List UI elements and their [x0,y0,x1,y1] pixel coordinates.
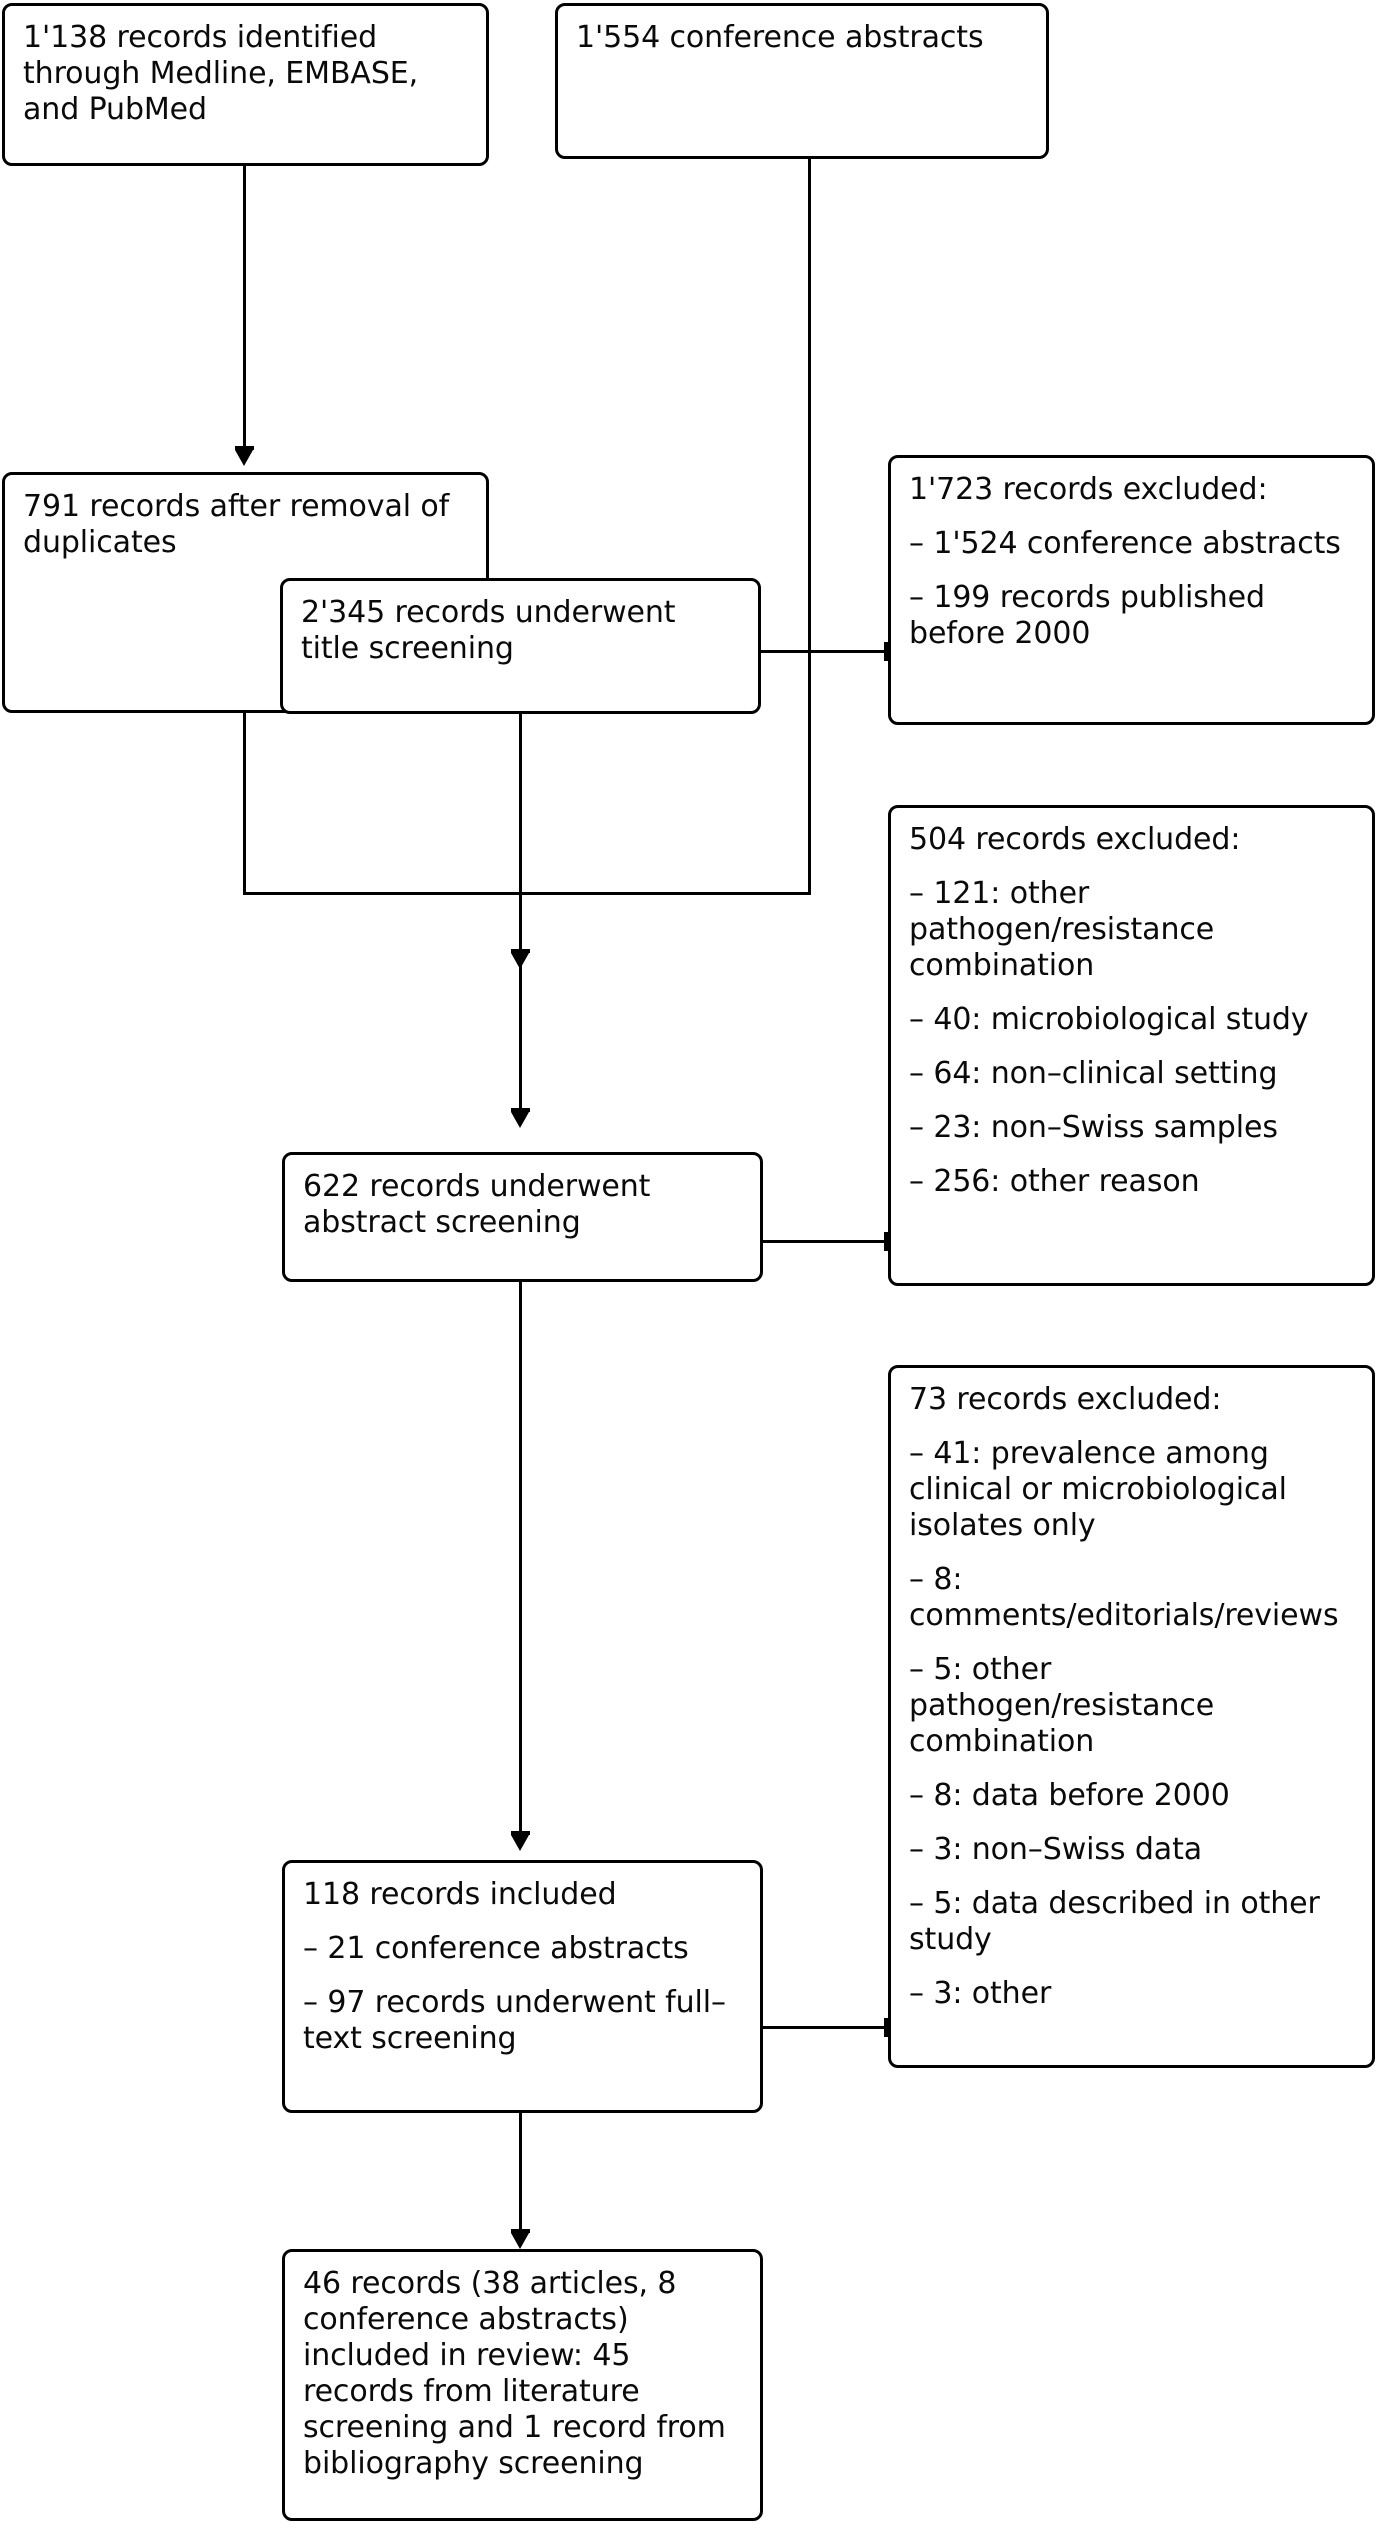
excluded-fulltext-reason-5: – 5: data described in other study [909,1886,1320,1957]
arrow-head-title-to-abstract-screening [511,1112,529,1128]
node-identification-databases-text: 1'138 records identified through Medline… [23,20,419,127]
excluded-fulltext-heading: 73 records excluded: [909,1382,1222,1417]
excluded-fulltext-reason-1: – 8: comments/editorials/reviews [909,1562,1339,1633]
excluded-fulltext-reason-2: – 5: other pathogen/resistance combinati… [909,1652,1215,1759]
connector-abstract-screening-to-included [519,1280,522,1832]
node-records-after-duplicate-removal-text: 791 records after removal of duplicates [23,489,450,560]
node-excluded-after-title-screening[interactable]: 1'723 records excluded: – 1'524 conferen… [888,455,1375,725]
excluded-abstract-reason-4: – 256: other reason [909,1164,1200,1199]
arrow-head-merge-to-title-screening [511,953,529,969]
excluded-abstract-reason-0: – 121: other pathogen/resistance combina… [909,876,1215,983]
excluded-fulltext-reason-6: – 3: other [909,1976,1052,2011]
excluded-title-reason-1: – 199 records published before 2000 [909,580,1265,651]
node-abstract-screening[interactable]: 622 records underwent abstract screening [282,1152,763,1282]
arrow-head-bar-title-to-abstract-screening [511,1108,530,1112]
node-title-screening[interactable]: 2'345 records underwent title screening [280,578,761,714]
excluded-title-reason-0: – 1'524 conference abstracts [909,526,1341,561]
node-abstract-screening-text: 622 records underwent abstract screening [303,1169,651,1240]
connector-title-to-abstract-screening [519,713,522,1109]
arrow-head-bar-abstract-screening-to-included [511,1831,530,1835]
connector-abstract-screening-to-excluded [762,1240,888,1243]
node-records-included-in-review[interactable]: 46 records (38 articles, 8 conference ab… [282,2249,763,2521]
connector-abstracts-down [808,158,811,895]
excluded-abstract-reason-1: – 40: microbiological study [909,1002,1309,1037]
node-excluded-after-full-text-screening[interactable]: 73 records excluded: – 41: prevalence am… [888,1365,1375,2068]
node-excluded-after-abstract-screening[interactable]: 504 records excluded: – 121: other patho… [888,805,1375,1286]
excluded-fulltext-reason-4: – 3: non–Swiss data [909,1832,1203,1867]
arrow-head-bar-merge-to-title-screening [511,949,530,953]
node-records-included[interactable]: 118 records included – 21 conference abs… [282,1860,763,2113]
excluded-abstract-reason-3: – 23: non–Swiss samples [909,1110,1278,1145]
node-title-screening-text: 2'345 records underwent title screening [301,595,676,666]
node-identification-databases[interactable]: 1'138 records identified through Medline… [2,3,489,166]
connector-included-to-excluded-fulltext [762,2026,888,2029]
excluded-fulltext-reason-3: – 8: data before 2000 [909,1778,1230,1813]
arrow-head-abstract-screening-to-included [511,1835,529,1851]
excluded-abstract-heading: 504 records excluded: [909,822,1241,857]
node-identification-conference-abstracts[interactable]: 1'554 conference abstracts [555,3,1049,159]
arrow-head-bar-databases-to-duplicates [235,446,254,450]
connector-title-screening-to-excluded [760,650,888,653]
excluded-abstract-reason-2: – 64: non–clinical setting [909,1056,1278,1091]
connector-duplicates-down [243,712,246,895]
records-included-heading: 118 records included [303,1877,617,1912]
records-included-item-0: – 21 conference abstracts [303,1931,689,1966]
node-identification-conference-abstracts-text: 1'554 conference abstracts [576,20,984,55]
excluded-title-heading: 1'723 records excluded: [909,472,1268,507]
excluded-fulltext-reason-0: – 41: prevalence among clinical or micro… [909,1436,1287,1543]
connector-databases-to-duplicates [243,163,246,447]
records-included-item-1: – 97 records underwent full–text screeni… [303,1985,726,2056]
arrow-head-included-to-final [511,2233,529,2249]
connector-included-to-final [519,2113,522,2230]
arrow-head-bar-included-to-final [511,2229,530,2233]
node-records-included-in-review-text: 46 records (38 articles, 8 conference ab… [303,2266,726,2481]
connector-merge-bar [243,892,811,895]
arrow-head-databases-to-duplicates [235,450,253,466]
